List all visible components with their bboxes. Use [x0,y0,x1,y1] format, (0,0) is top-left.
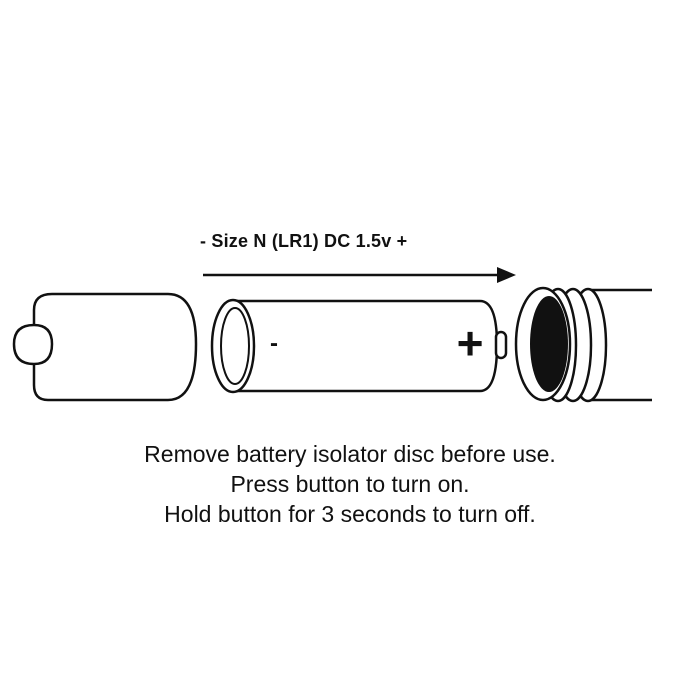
battery-minus-sign: - [270,330,278,357]
device-body [514,286,652,403]
battery-size-label: - Size N (LR1) DC 1.5v + [200,231,408,251]
battery: - + [210,298,508,394]
battery-terminal-nub [494,330,508,360]
instruction-line: Hold button for 3 seconds to turn off. [164,501,536,527]
end-cap-button [12,323,54,366]
instruction-line: Remove battery isolator disc before use. [144,441,556,467]
instruction-line: Press button to turn on. [230,471,470,497]
end-cap [12,292,198,402]
insertion-arrow [203,267,516,283]
usage-instructions: Remove battery isolator disc before use.… [0,439,700,529]
battery-compartment-opening [530,296,568,392]
battery-plus-sign: + [457,317,484,369]
